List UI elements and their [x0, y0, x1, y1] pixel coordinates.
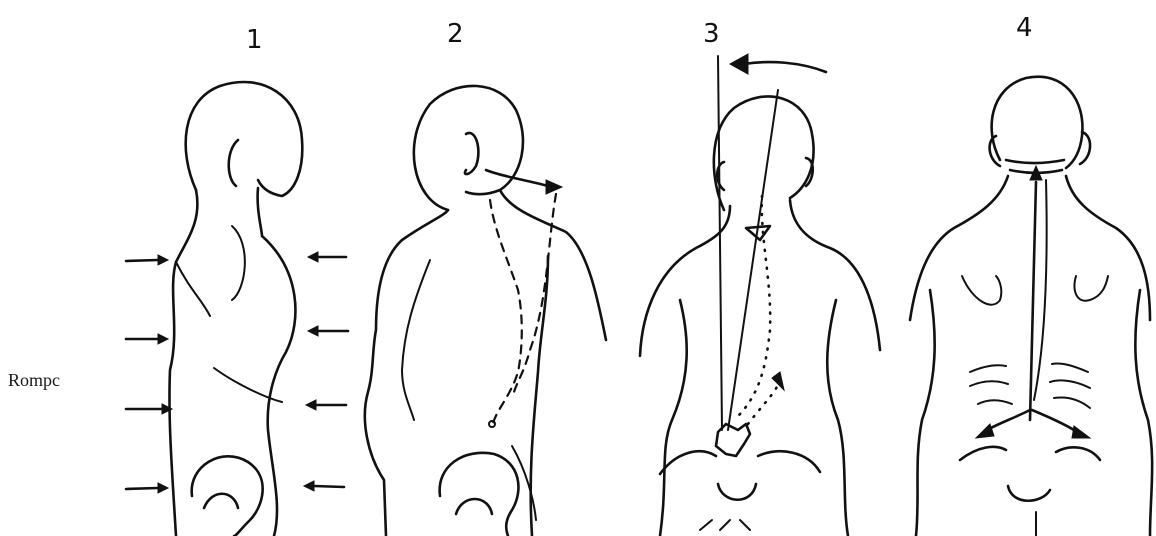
figure-1-pelvis	[192, 456, 263, 536]
figure-4-ribs-right	[1050, 363, 1090, 408]
figure-3-right-torso	[827, 300, 848, 536]
figure-4-axis-line	[1030, 182, 1036, 420]
figure-2-back-view	[365, 86, 606, 536]
figure-3-base-marks	[700, 520, 750, 530]
figure-2-right-arm	[531, 256, 548, 536]
figure-2-arrow-head	[546, 180, 562, 194]
figure-3-left-torso	[660, 300, 687, 536]
figure-4-head	[992, 77, 1083, 168]
figure-1-head	[186, 82, 303, 196]
figure-4-right-scapula	[1075, 276, 1108, 301]
figure-4-pelvis-left	[960, 447, 1006, 460]
figure-1-hip	[204, 494, 238, 508]
figure-4-coccyx	[1008, 486, 1050, 501]
figure-4-left-shoulder	[910, 176, 1008, 320]
figure-number-2: 2	[447, 19, 464, 49]
figure-3-axis-line	[728, 90, 778, 430]
figure-2-left-arm	[402, 260, 430, 420]
figure-3-rotation-arrow	[744, 62, 826, 72]
figure-4-right-torso	[1135, 290, 1152, 536]
figure-4-left-scapula	[962, 276, 1001, 305]
figure-4-pelvis-right	[1056, 447, 1100, 460]
figure-2-spine-curve	[490, 200, 522, 428]
figure-3-vertebra	[746, 226, 770, 240]
figure-2-spine-end	[489, 421, 495, 427]
figure-number-1: 1	[246, 25, 263, 55]
figure-1-side-view	[126, 82, 348, 536]
figure-3-dotted-arrow-head	[772, 372, 784, 390]
figure-4-left-arrow-head	[976, 424, 994, 438]
figure-3-right-shoulder	[790, 200, 880, 350]
figure-3-pelvis-left	[660, 451, 716, 474]
figure-1-ear	[229, 140, 238, 186]
figure-1-scapula	[232, 226, 245, 300]
figure-3-dotted-spine	[734, 196, 770, 420]
figure-2-pelvis	[440, 453, 519, 536]
figure-1-shoulder	[176, 262, 210, 316]
figure-2-hip	[456, 499, 492, 514]
figure-4-left-torso	[916, 290, 935, 536]
figure-3-sacrum	[716, 424, 750, 456]
figure-4-right-arrow-head	[1072, 426, 1090, 438]
figure-1-arrows-right	[304, 252, 348, 491]
figure-3-plumb-line	[718, 56, 722, 430]
figure-4-axial-view	[910, 77, 1152, 536]
figure-1-arrows-left	[126, 255, 172, 493]
figure-2-ear	[465, 133, 478, 174]
figure-number-3: 3	[703, 19, 720, 49]
figure-3-rotation-view	[640, 54, 880, 536]
figure-3-pelvis-right	[758, 451, 820, 472]
figure-3-coccyx	[718, 484, 756, 500]
figure-4-ribs-left	[970, 365, 1012, 404]
figure-2-neck-left	[365, 210, 448, 536]
figure-2-head	[414, 86, 523, 210]
figure-3-dotted-curve	[748, 384, 778, 424]
figure-3-rotation-arrow-head	[730, 54, 748, 74]
figure-number-4: 4	[1016, 13, 1033, 43]
